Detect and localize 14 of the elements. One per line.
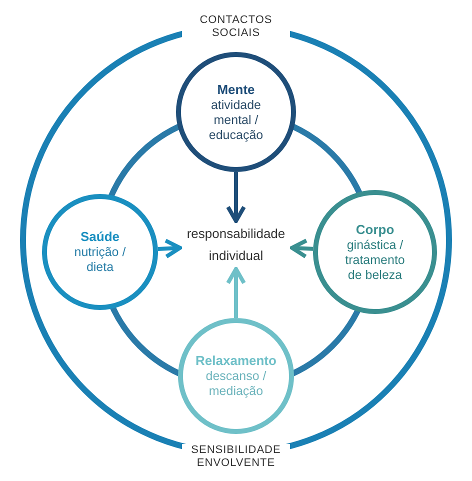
node-description: descanso / mediação (204, 369, 268, 399)
node-title: Relaxamento (196, 353, 276, 369)
node-description: ginástica / tratamento de beleza (344, 238, 406, 282)
node-description: atividade mental / educação (208, 98, 264, 142)
arrow (226, 267, 246, 318)
ring-label: CONTACTOS SOCIAIS (182, 14, 290, 40)
node-description: nutrição / dieta (73, 245, 127, 275)
center-text: responsabilidade individual (186, 225, 286, 265)
node-title: Mente (217, 82, 255, 98)
arrow (290, 238, 314, 259)
arrow (226, 172, 246, 223)
node-title: Corpo (356, 222, 394, 238)
node-title: Saúde (80, 229, 120, 245)
arrow (158, 238, 182, 259)
